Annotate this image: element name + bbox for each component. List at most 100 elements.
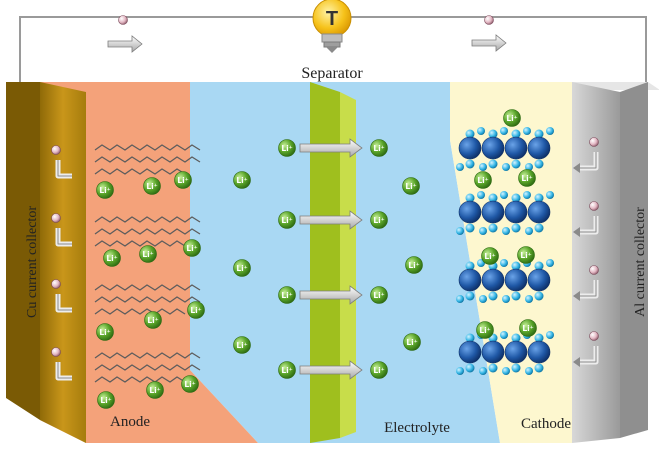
lithium-ion-icon: Li⁺ — [233, 259, 251, 277]
arrow-right-icon — [299, 138, 363, 158]
cu-collector-label: Cu current collector — [25, 206, 40, 318]
oxygen-atom — [511, 363, 521, 373]
cathode-electron-flow — [573, 137, 599, 367]
lithium-ion-icon: Li⁺ — [139, 245, 157, 263]
oxygen-atom — [534, 291, 544, 301]
lithium-ion-icon: Li⁺ — [278, 361, 296, 379]
arrow-right-icon — [299, 210, 363, 230]
svg-text:Li⁺: Li⁺ — [522, 324, 533, 333]
svg-text:Li⁺: Li⁺ — [184, 380, 195, 389]
oxygen-atom — [500, 127, 508, 135]
metal-atom — [458, 136, 482, 160]
oxygen-atom — [525, 227, 533, 235]
lithium-ion-icon: Li⁺ — [181, 375, 199, 393]
svg-text:Li⁺: Li⁺ — [190, 306, 201, 315]
curved-arrow-icon — [57, 294, 72, 311]
lithium-ion-icon: Li⁺ — [517, 246, 535, 264]
electron-icon — [118, 15, 128, 25]
arrow-right-icon — [299, 360, 363, 380]
oxygen-atom — [525, 367, 533, 375]
oxygen-atom — [456, 163, 464, 171]
lithium-ion-icon: Li⁺ — [97, 391, 115, 409]
oxygen-atom — [534, 261, 544, 271]
cathode-label: Cathode — [521, 416, 571, 432]
svg-text:Li⁺: Li⁺ — [99, 186, 110, 195]
graphite-layers — [94, 144, 201, 383]
oxygen-atom — [488, 291, 498, 301]
metal-atom — [527, 340, 551, 364]
curved-arrow-icon — [57, 228, 72, 245]
arrow-right-icon — [107, 35, 143, 53]
lithium-ion-icon: Li⁺ — [96, 181, 114, 199]
oxygen-atom — [511, 291, 521, 301]
oxygen-atom — [511, 261, 521, 271]
cu-current-collector — [6, 82, 86, 443]
oxygen-atom — [546, 331, 554, 339]
lithium-ion-icon: Li⁺ — [278, 139, 296, 157]
oxygen-atom — [502, 295, 510, 303]
electron-icon — [589, 201, 599, 211]
svg-text:Li⁺: Li⁺ — [177, 176, 188, 185]
metal-atom — [527, 200, 551, 224]
oxygen-atom — [465, 159, 475, 169]
lithium-ion-icon: Li⁺ — [183, 239, 201, 257]
lithium-ion-icon: Li⁺ — [103, 249, 121, 267]
metal-atom — [504, 340, 528, 364]
electrolyte-label: Electrolyte — [384, 420, 450, 436]
oxygen-atom — [465, 223, 475, 233]
metal-atom — [527, 136, 551, 160]
oxygen-atom — [479, 163, 487, 171]
oxygen-atom — [479, 227, 487, 235]
svg-text:Li⁺: Li⁺ — [373, 366, 384, 375]
lithium-ion-icon: Li⁺ — [474, 171, 492, 189]
svg-text:Li⁺: Li⁺ — [520, 251, 531, 260]
oxygen-atom — [511, 129, 521, 139]
oxygen-atom — [523, 191, 531, 199]
svg-text:Li⁺: Li⁺ — [236, 176, 247, 185]
oxygen-atom — [502, 163, 510, 171]
lithium-ion-icon: Li⁺ — [405, 256, 423, 274]
metal-atom — [481, 200, 505, 224]
oxygen-atom — [488, 159, 498, 169]
curved-arrow-icon — [578, 216, 597, 233]
metal-atom — [504, 268, 528, 292]
svg-text:Li⁺: Li⁺ — [405, 182, 416, 191]
electron-icon — [589, 331, 599, 341]
anode-label: Anode — [110, 414, 150, 430]
lithium-ion-icon: Li⁺ — [518, 169, 536, 187]
oxygen-atom — [502, 367, 510, 375]
oxygen-atom — [465, 193, 475, 203]
svg-text:Li⁺: Li⁺ — [99, 328, 110, 337]
lithium-ion-icon: Li⁺ — [481, 247, 499, 265]
svg-text:Li⁺: Li⁺ — [142, 250, 153, 259]
lithium-ion-icon: Li⁺ — [278, 211, 296, 229]
oxygen-atom — [511, 159, 521, 169]
oxygen-atom — [534, 129, 544, 139]
lithium-ion-icon: Li⁺ — [146, 381, 164, 399]
light-bulb-icon — [312, 0, 352, 53]
svg-text:Li⁺: Li⁺ — [521, 174, 532, 183]
oxygen-atom — [523, 127, 531, 135]
bulb-label: T — [326, 8, 338, 30]
oxygen-atom — [488, 223, 498, 233]
curved-arrow-icon — [57, 160, 72, 177]
svg-text:Li⁺: Li⁺ — [281, 144, 292, 153]
metal-atom — [458, 268, 482, 292]
oxygen-atom — [465, 333, 475, 343]
svg-text:Li⁺: Li⁺ — [281, 366, 292, 375]
metal-atom — [527, 268, 551, 292]
svg-text:Li⁺: Li⁺ — [281, 216, 292, 225]
oxygen-atom — [456, 295, 464, 303]
lithium-ion-icon: Li⁺ — [143, 177, 161, 195]
lithium-ion-icon: Li⁺ — [370, 139, 388, 157]
oxygen-atom — [511, 193, 521, 203]
curved-arrow-icon — [578, 280, 597, 297]
electron-icon — [51, 279, 61, 289]
curved-arrow-icon — [578, 152, 597, 169]
svg-text:Li⁺: Li⁺ — [373, 144, 384, 153]
oxygen-atom — [500, 191, 508, 199]
separator-arrows — [299, 138, 363, 380]
lithium-ion-icon: Li⁺ — [476, 321, 494, 339]
oxygen-atom — [465, 291, 475, 301]
separator-membrane — [310, 82, 356, 443]
